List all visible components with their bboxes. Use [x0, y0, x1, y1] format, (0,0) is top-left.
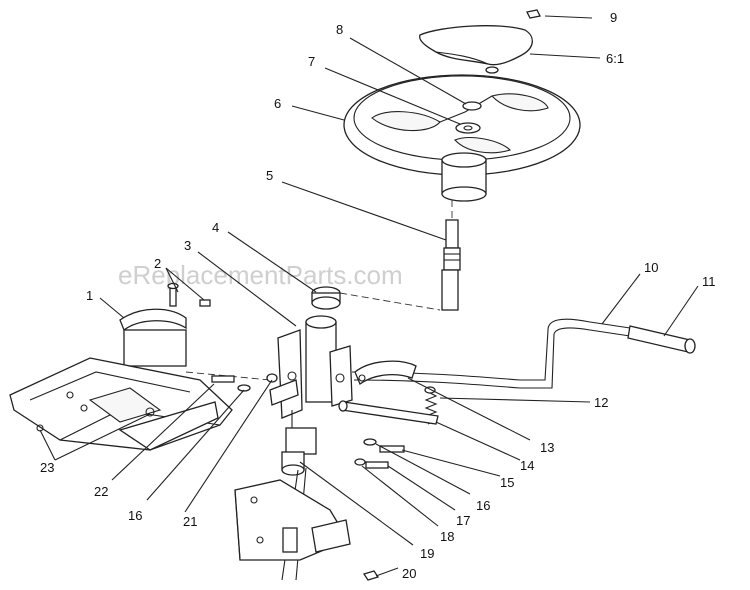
callout-3: 3 [184, 238, 191, 253]
callout-23: 23 [40, 460, 54, 475]
callout-8: 8 [336, 22, 343, 37]
steering-wheel-part [343, 74, 581, 202]
callout-12: 12 [594, 395, 608, 410]
universal-joint-part [281, 427, 317, 476]
left-bolts-part [211, 373, 278, 392]
lower-mount-bracket-part [234, 479, 351, 561]
callout-17: 17 [456, 513, 470, 528]
watermark: eReplacementParts.com [118, 260, 403, 290]
shift-rod-part [351, 318, 696, 389]
callout-2: 2 [154, 256, 161, 271]
callout-21: 21 [183, 514, 197, 529]
callout-7: 7 [308, 54, 315, 69]
callout-10: 10 [644, 260, 658, 275]
wheel-cap-part [419, 25, 533, 74]
callout-5: 5 [266, 168, 273, 183]
lock-nut-part [362, 570, 380, 581]
callout-15: 15 [500, 475, 514, 490]
cap-screw-part [526, 9, 541, 19]
dash-frame-part [9, 357, 233, 451]
hub-nut-part [462, 101, 482, 111]
callout-18: 18 [440, 529, 454, 544]
leader-lines [39, 15, 699, 577]
column-bracket-part [269, 329, 353, 419]
callout-6-1: 6:1 [606, 51, 624, 66]
callout-11: 11 [702, 274, 716, 289]
callout-6: 6 [274, 96, 281, 111]
callout-16-right: 16 [476, 498, 490, 513]
column-mount-plate-part [119, 308, 187, 367]
callout-4: 4 [212, 220, 219, 235]
callout-16-left: 16 [128, 508, 142, 523]
callout-14: 14 [520, 458, 534, 473]
callout-19: 19 [420, 546, 434, 561]
shift-bracket-part [354, 360, 417, 386]
callout-1: 1 [86, 288, 93, 303]
callout-labels: 9 8 6:1 7 6 5 4 3 2 1 10 11 12 13 14 15 … [40, 10, 716, 581]
callout-13: 13 [540, 440, 554, 455]
callout-22: 22 [94, 484, 108, 499]
bushing-part [311, 286, 341, 310]
pivot-rod-part [338, 400, 439, 425]
hub-washer-part [455, 122, 481, 134]
callout-20: 20 [402, 566, 416, 581]
callout-9: 9 [610, 10, 617, 25]
pivot-hardware-part [354, 438, 405, 469]
steering-shaft-part [441, 219, 461, 311]
